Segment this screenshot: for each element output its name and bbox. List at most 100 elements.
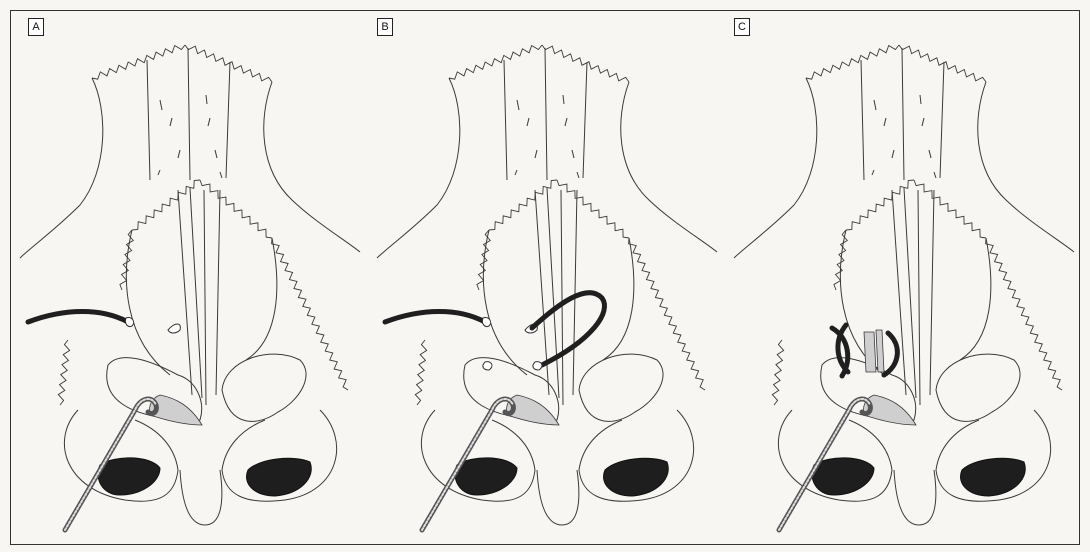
suture-bite-left xyxy=(864,332,876,372)
nostril-left xyxy=(812,458,874,495)
alar-groove-right xyxy=(222,420,265,470)
columella-outline xyxy=(894,470,936,525)
hair-mark xyxy=(206,95,207,104)
suture-exit-point xyxy=(533,362,542,370)
septum-line-2 xyxy=(547,188,559,398)
dorsum-line-mid xyxy=(902,48,904,180)
septum-line-2 xyxy=(904,188,916,398)
dorsum-line-left xyxy=(504,60,507,180)
cartilage-body-right xyxy=(603,238,634,360)
hair-mark xyxy=(515,170,517,175)
septum-line-2 xyxy=(190,188,202,398)
needle-tip xyxy=(482,318,490,327)
alar-groove-right xyxy=(936,420,979,470)
hair-mark xyxy=(922,118,924,126)
lateral-edge-right xyxy=(272,238,348,390)
panel-a: A xyxy=(10,0,367,552)
hair-mark xyxy=(563,95,564,104)
nose-diagram xyxy=(10,0,367,552)
hair-mark xyxy=(208,118,210,126)
hair-mark xyxy=(892,150,894,158)
septum-line-3 xyxy=(561,190,563,405)
nostril-right xyxy=(604,458,669,496)
hair-mark xyxy=(527,118,529,126)
lower-lateral-right xyxy=(222,354,306,421)
panel-b: B xyxy=(367,0,724,552)
cheek-left-outline xyxy=(734,78,817,258)
cartilage-body-right xyxy=(960,238,991,360)
nose-outline xyxy=(734,45,1074,530)
needle-tip xyxy=(125,318,133,327)
dorsum-line-mid xyxy=(545,48,547,180)
hair-mark xyxy=(565,118,567,126)
hair-mark xyxy=(572,150,574,158)
dorsum-line-left xyxy=(861,60,864,180)
suture-bite-right xyxy=(876,330,884,372)
dorsum-line-left xyxy=(147,60,150,180)
hair-mark xyxy=(577,172,579,178)
septum-line-4 xyxy=(930,190,934,395)
septum-line-3 xyxy=(918,190,920,405)
nostril-left xyxy=(455,458,517,495)
nose-diagram xyxy=(367,0,724,552)
cartilage-edge-left xyxy=(489,180,557,230)
lower-lateral-right xyxy=(936,354,1020,421)
dorsum-line-mid xyxy=(188,48,190,180)
columella-outline xyxy=(180,470,222,525)
cartilage-edge-left xyxy=(846,180,914,230)
nostril-right xyxy=(961,458,1026,496)
cartilage-edge-right xyxy=(914,180,986,238)
hair-mark xyxy=(517,100,519,110)
hair-mark xyxy=(874,100,876,110)
tied-suture-right-arc xyxy=(884,333,897,375)
cartilage-edge-right xyxy=(557,180,629,238)
bone-edge-top-left xyxy=(449,45,542,79)
cheek-right-outline xyxy=(264,82,360,252)
alar-edge-left xyxy=(772,340,783,405)
columella-outline xyxy=(537,470,579,525)
cheek-left-outline xyxy=(377,78,460,258)
cartilage-edge-right xyxy=(200,180,272,238)
suture-thread xyxy=(28,312,128,323)
cheek-right-outline xyxy=(978,82,1074,252)
hair-mark xyxy=(160,100,162,110)
cartilage-body-left xyxy=(483,230,527,375)
cheek-right-outline xyxy=(621,82,717,252)
hair-mark xyxy=(884,118,886,126)
cartilage-body-left xyxy=(126,230,170,375)
nostril-right xyxy=(247,458,312,496)
nose-outline xyxy=(20,45,360,530)
bone-edge-top-left xyxy=(92,45,185,79)
septum-line-4 xyxy=(216,190,220,395)
nostril-left xyxy=(98,458,160,495)
alar-edge-left xyxy=(58,340,69,405)
hair-mark xyxy=(158,170,160,175)
septum-line-1 xyxy=(178,190,192,395)
bone-edge-top-right xyxy=(899,45,986,82)
suture-thread xyxy=(385,312,485,323)
septum-line-4 xyxy=(573,190,577,395)
hair-mark xyxy=(535,150,537,158)
dorsum-line-right xyxy=(583,62,587,178)
alar-groove-right xyxy=(579,420,622,470)
cartilage-body-right xyxy=(246,238,277,360)
panel-c: C xyxy=(724,0,1081,552)
bone-edge-top-right xyxy=(542,45,629,82)
suture-entry-point xyxy=(483,362,492,370)
bone-edge-top-right xyxy=(185,45,272,82)
hair-mark xyxy=(170,118,172,126)
nose-diagram xyxy=(724,0,1081,552)
mucosal-incision xyxy=(168,324,180,333)
hair-mark xyxy=(178,150,180,158)
lateral-edge-right xyxy=(986,238,1062,390)
dorsum-line-right xyxy=(226,62,230,178)
septum-line-3 xyxy=(204,190,206,405)
dorsum-line-right xyxy=(940,62,944,178)
cartilage-edge-left xyxy=(132,180,200,230)
alar-edge-left xyxy=(415,340,426,405)
hair-mark xyxy=(929,150,931,158)
hair-mark xyxy=(215,150,217,158)
nose-outline xyxy=(377,45,717,530)
hair-mark xyxy=(220,172,222,178)
